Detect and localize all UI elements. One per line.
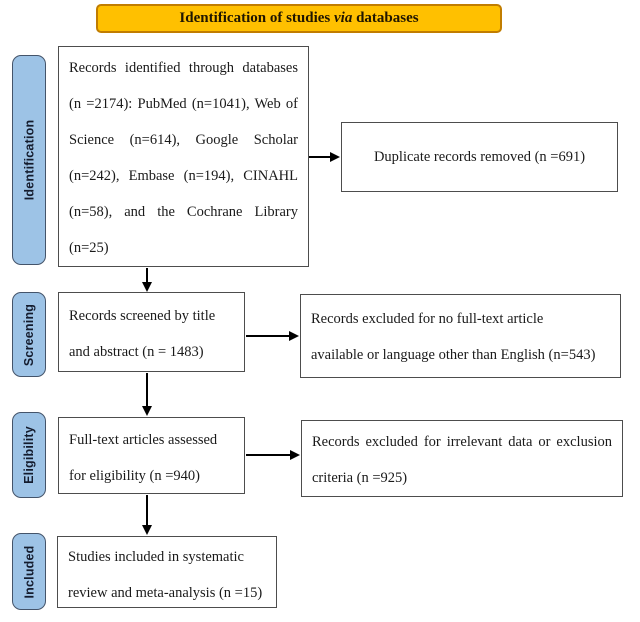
- box-line: Records identified through databases: [69, 60, 298, 76]
- arrow-line: [246, 454, 291, 456]
- arrow-line: [146, 495, 148, 526]
- box-line: Studies included in systematic: [68, 549, 244, 565]
- box-studies-included: Studies included in systematic review an…: [57, 536, 277, 608]
- box-line: review and meta-analysis (n =15): [68, 585, 263, 601]
- box-line: Records screened by title: [69, 308, 216, 324]
- box-records-identified: Records identified through databases (n …: [58, 46, 309, 267]
- arrow-head-right-icon: [330, 152, 340, 162]
- box-line: (n=242), Embase (n=194), CINAHL: [69, 168, 298, 184]
- box-line: (n =2174): PubMed (n=1041), Web of: [69, 96, 298, 112]
- box-line: (n=58), and the Cochrane Library: [69, 204, 298, 220]
- box-records-excluded-eligibility: Records excluded for irrelevant data or …: [301, 420, 623, 497]
- arrow-head-right-icon: [289, 331, 299, 341]
- box-line: Records excluded for irrelevant data or …: [312, 434, 612, 450]
- stage-label-included: Included: [12, 533, 46, 610]
- box-fulltext-assessed: Full-text articles assessed for eligibil…: [58, 417, 245, 494]
- box-records-screened: Records screened by title and abstract (…: [58, 292, 245, 372]
- title-banner: Identification of studies via databases: [96, 4, 502, 33]
- title-banner-text-italic: via: [334, 10, 353, 26]
- arrow-line: [146, 268, 148, 283]
- box-duplicates-removed: Duplicate records removed (n =691): [341, 122, 618, 192]
- stage-label-eligibility: Eligibility: [12, 412, 46, 498]
- arrow-head-down-icon: [142, 282, 152, 292]
- stage-label-screening-text: Screening: [22, 303, 36, 366]
- box-line: Science (n=614), Google Scholar: [69, 132, 298, 148]
- arrow-line: [309, 156, 331, 158]
- box-line: criteria (n =925): [312, 470, 408, 486]
- title-banner-text: Identification of studies via databases: [179, 10, 418, 27]
- box-line: Duplicate records removed (n =691): [373, 149, 586, 165]
- title-banner-text-before: Identification of studies: [179, 10, 331, 26]
- stage-label-identification-text: Identification: [22, 119, 37, 201]
- box-records-excluded-screening: Records excluded for no full-text articl…: [300, 294, 621, 378]
- box-line: Full-text articles assessed: [69, 432, 218, 448]
- stage-label-included-text: Included: [22, 545, 36, 598]
- box-line: for eligibility (n =940): [69, 468, 201, 484]
- box-line: and abstract (n = 1483): [69, 344, 204, 360]
- arrow-head-right-icon: [290, 450, 300, 460]
- box-line: (n=25): [69, 240, 109, 256]
- box-line: Records excluded for no full-text articl…: [311, 311, 544, 327]
- arrow-line: [146, 373, 148, 407]
- stage-label-screening: Screening: [12, 292, 46, 377]
- box-line: available or language other than English…: [311, 347, 596, 363]
- title-banner-text-after: databases: [356, 10, 419, 26]
- stage-label-identification: Identification: [12, 55, 46, 265]
- arrow-head-down-icon: [142, 525, 152, 535]
- arrow-head-down-icon: [142, 406, 152, 416]
- stage-label-eligibility-text: Eligibility: [22, 426, 37, 484]
- arrow-line: [246, 335, 290, 337]
